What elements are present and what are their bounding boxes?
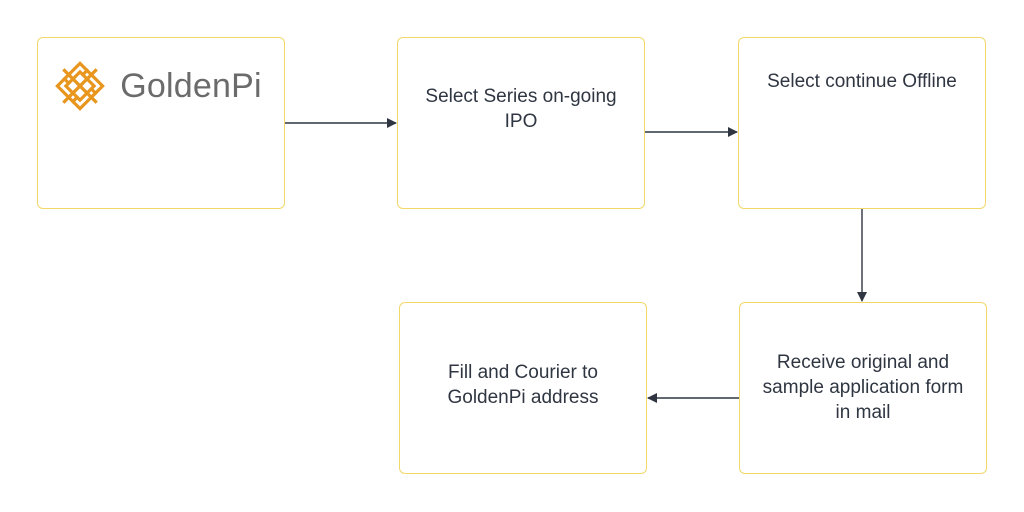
goldenpi-logo: GoldenPi [48,54,262,118]
goldenpi-logo-text: GoldenPi [120,66,262,105]
goldenpi-logo-icon [55,61,106,111]
fill-and-courier-node: Fill and Courier to GoldenPi address [399,302,647,474]
receive-application-form-label: Receive original and sample application … [762,351,964,423]
goldenpi-logo-node: GoldenPi [37,37,285,209]
select-continue-offline-node: Select continue Offline [738,37,986,209]
select-series-ipo-node: Select Series on-going IPO [397,37,645,209]
select-continue-offline-label: Select continue Offline [767,70,957,92]
receive-application-form-node: Receive original and sample application … [739,302,987,474]
select-series-ipo-label: Select Series on-going IPO [425,86,617,132]
fill-and-courier-label: Fill and Courier to GoldenPi address [447,362,599,408]
